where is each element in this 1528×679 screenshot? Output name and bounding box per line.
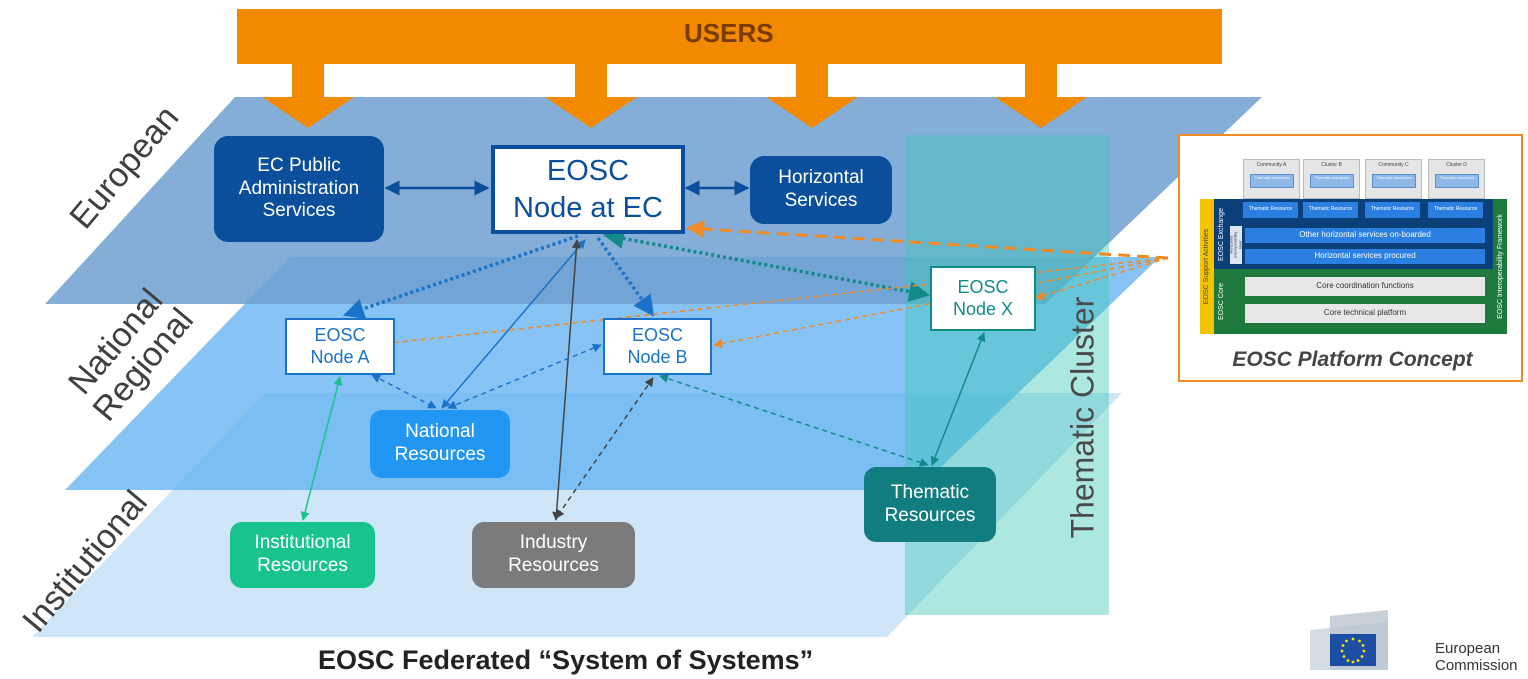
platform-concept-graphic: Community A Thematic resources Cluster B… (1195, 156, 1520, 338)
european-commission-logo-text: European Commission (1435, 640, 1518, 675)
exchange-band: EOSC Exchange (1214, 199, 1228, 269)
interoperability-band: EOSC Interoperability Framework (1493, 199, 1507, 334)
core-technical-platform: Core technical platform (1245, 304, 1485, 323)
thematic-resource-cell: Thematic Resource (1243, 202, 1298, 218)
users-arrow (262, 64, 354, 128)
thematic-cluster-label: Thematic Cluster (1064, 296, 1101, 539)
community-card: Cluster B Thematic resources (1303, 159, 1360, 199)
institutional-resources: Institutional Resources (230, 522, 375, 588)
core-band: EOSC Core (1214, 269, 1228, 334)
horizontal-services: Horizontal Services (750, 156, 892, 224)
national-resources: National Resources (370, 410, 510, 478)
other-horizontal-services: Other horizontal services on-boarded (1245, 228, 1485, 243)
industry-resources: Industry Resources (472, 522, 635, 588)
thematic-resource-cell: Thematic Resource (1428, 202, 1483, 218)
eosc-node-b: EOSC Node B (603, 318, 712, 375)
thematic-resources: Thematic Resources (864, 467, 996, 542)
link-concept-eosc-ec (686, 220, 1169, 260)
support-activities-band: EOSC Support Activities (1200, 199, 1214, 334)
core-coordination-functions: Core coordination functions (1245, 277, 1485, 296)
users-arrow (995, 64, 1087, 128)
horizontal-services-procured: Horizontal services procured (1245, 249, 1485, 264)
community-card: Cluster D Thematic resources (1428, 159, 1485, 199)
diagram-title: EOSC Federated “System of Systems” (318, 645, 814, 675)
european-commission-logo (1310, 610, 1388, 670)
thematic-resource-cell: Thematic Resource (1303, 202, 1358, 218)
users-arrow (766, 64, 858, 128)
link-ec-node-a (343, 234, 579, 319)
eosc-node-at-ec: EOSC Node at EC (491, 145, 685, 234)
ec-public-administration-services: EC Public Administration Services (214, 136, 384, 242)
horizontal-layer-label: Horizontal interoperability layer (1228, 226, 1242, 264)
link-ec-node-b (596, 236, 655, 317)
link-node-a-national (371, 374, 437, 409)
link-national-node-b (447, 343, 602, 410)
link-concept-node-x (1035, 257, 1169, 300)
community-card: Community C Thematic resources (1365, 159, 1422, 199)
link-ec-node-x (602, 228, 931, 302)
link-node-a-institutional (300, 376, 343, 521)
eosc-node-x: EOSC Node X (930, 266, 1036, 331)
link-concept-node-a (371, 257, 1169, 349)
link-node-x-thematic (930, 332, 986, 466)
thematic-resource-cell: Thematic Resource (1365, 202, 1420, 218)
link-node-b-industry (555, 377, 654, 519)
eosc-node-a: EOSC Node A (285, 318, 395, 375)
users-arrow (545, 64, 637, 128)
link-node-b-thematic (659, 374, 929, 467)
users-label: USERS (684, 18, 774, 48)
platform-concept-caption: EOSC Platform Concept (1232, 348, 1473, 371)
community-card: Community A Thematic resources (1243, 159, 1300, 199)
users-bar (237, 9, 1222, 64)
